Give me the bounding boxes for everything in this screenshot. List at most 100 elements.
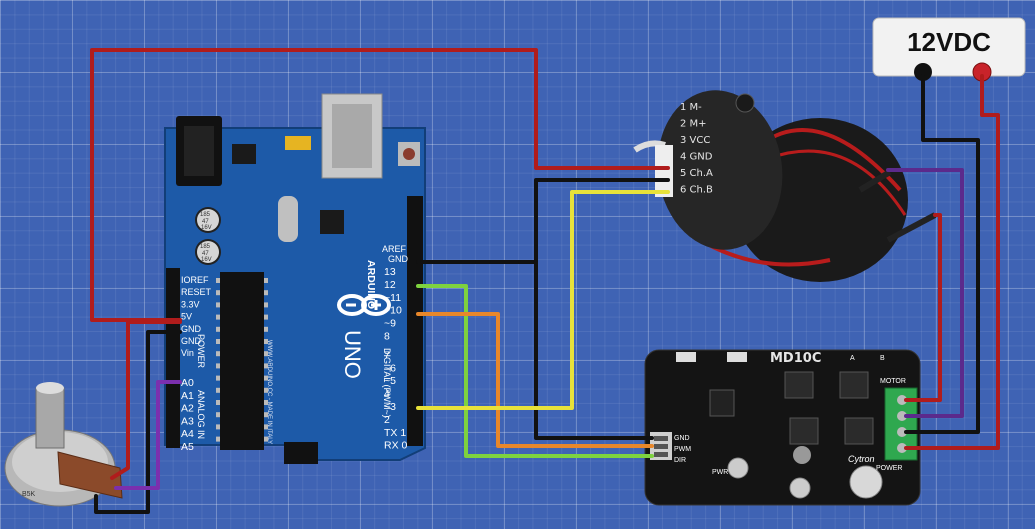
driver-dir-label: DIR [674,457,686,464]
digital-pin-label: ~9 [384,318,396,330]
analog-pin-label: A1 [181,390,194,402]
digital-pin-label: 13 [384,266,396,278]
chip-leg [264,302,268,308]
psu-negative-terminal [914,63,932,81]
chip-leg [216,436,220,442]
arduino-website: WWW.ARDUINO.CC - MADE IN ITALY [266,340,272,444]
power-pin-label: 5V [181,312,192,322]
driver-pwm-label: PWM [674,446,691,453]
chip-leg [216,424,220,430]
digital-pin-label: 4 [384,388,390,400]
analog-pin-label: A0 [181,377,194,389]
mosfet [784,371,814,399]
svg-text:185: 185 [200,244,211,250]
motor-pin-label: 1 M- [680,102,702,113]
power-pin-label: IOREF [181,275,209,285]
power-analog-header [166,268,180,448]
digital-pin-label: 12 [384,279,396,291]
md10c-motor-driver: MD10C A B GND PWM DIR PWR Cytron MOTOR P… [644,349,921,506]
analog-pin-label: A3 [181,415,194,427]
digital-label: DIGITAL (PWM~) [382,348,392,418]
crystal-oscillator [278,196,298,242]
chip-leg [216,314,220,320]
arduino-logo [337,294,391,316]
atmega-chip [220,272,264,450]
encoder-cap [657,90,783,250]
digital-pin-label: RX 0 [384,440,408,452]
chip-leg [216,400,220,405]
power-pin-label: GND [181,324,202,334]
wire-pot-gnd-black [94,330,182,514]
chip-leg [216,326,220,332]
chip-leg [264,424,268,430]
driver-pwr-label: PWR [712,469,728,476]
svg-text:16V: 16V [201,225,212,231]
power-pin-label: Vin [181,348,194,358]
icsp-header [284,442,318,464]
motor-pin-label: 4 GND [680,152,713,163]
chip-leg [264,363,268,369]
chip-leg [264,314,268,320]
chip-leg [264,326,268,332]
svg-text:47: 47 [202,219,209,225]
svg-text:16V: 16V [201,257,212,263]
power-pin-label: RESET [181,287,212,297]
wire-pwm-orange [416,312,654,448]
driver-b-label: B [880,355,885,362]
digital-pin-label: ~3 [384,401,396,413]
wire-a0-purple [114,380,182,490]
potentiometer-shaft [35,387,65,449]
gnd-top-label: GND [388,254,409,264]
wire-encoder-gnd-black [416,178,670,264]
chip-leg [216,278,220,283]
mosfet [844,417,874,445]
wire-5v-red [90,48,670,322]
chip-leg [264,375,268,381]
chip-leg [216,412,220,418]
driver-gnd-label: GND [674,435,690,442]
motor-pin-label: 2 M+ [680,119,707,130]
wire-psu-positive-red [904,74,1000,450]
chip-leg [264,339,268,344]
wire-psu-negative-black [904,74,980,434]
digital-pin-label: 7 [384,349,390,361]
mosfet [789,417,819,445]
wires [90,48,1000,514]
wire-motor-b-red [904,213,942,402]
analog-label: ANALOG IN [196,390,206,439]
chip-leg [216,339,220,344]
digital-header [407,196,423,446]
driver-model: MD10C [770,351,821,366]
power-pin-label: GND [181,336,202,346]
digital-pin-label: ~10 [384,305,402,317]
chip-leg [216,387,220,393]
digital-pin-label: 8 [384,331,390,343]
aref-label: AREF [382,244,407,254]
power-label: POWER [196,334,206,369]
chip-leg [264,290,268,296]
digital-pin-label: ~5 [384,375,396,387]
potentiometer-code: B5K [22,491,36,498]
chip-leg [264,278,268,283]
driver-capacitor [849,465,883,499]
analog-pin-label: A4 [181,428,194,440]
digital-pin-label: 2 [384,414,390,426]
12vdc-power-supply: 12VDC [872,17,1026,82]
analog-pin-label: A2 [181,403,194,415]
chip-leg [264,436,268,442]
psu-label: 12VDC [907,27,991,57]
driver-power-label: POWER [876,465,902,472]
motor-pin-label: 5 Ch.A [680,168,713,179]
chip-leg [264,412,268,418]
wire-encoder-cha-yellow [416,190,670,410]
wire-dir-green [416,284,654,458]
encoder-connector [655,145,673,197]
usb-chip [320,210,344,234]
wire-pot-5v-red [110,320,182,480]
svg-text:185: 185 [200,212,211,218]
